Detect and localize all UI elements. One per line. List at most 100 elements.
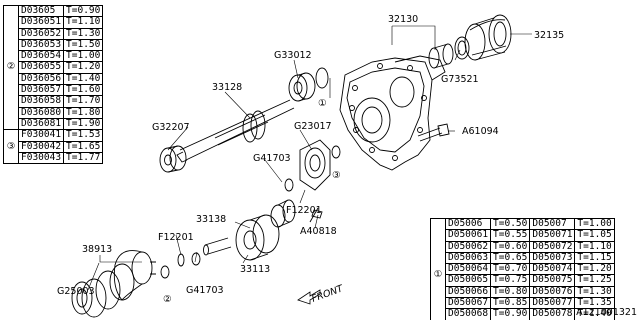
thickness: T=1.00 — [63, 50, 104, 63]
thickness: T=1.35 — [574, 297, 615, 310]
thickness: T=0.50 — [490, 217, 531, 231]
gear-33113 — [235, 214, 280, 261]
thickness: T=0.85 — [490, 297, 531, 310]
part-number: D03605 — [17, 4, 65, 18]
thickness: T=1.53 — [63, 129, 104, 142]
label-32135: 32135 — [534, 30, 564, 41]
thickness: T=0.75 — [490, 274, 531, 287]
part-number: D050062 — [444, 240, 492, 253]
label-33138: 33138 — [196, 214, 226, 225]
snap-ring-1 — [315, 67, 329, 89]
label-g41703-bottom: G41703 — [186, 285, 224, 296]
label-33128: 33128 — [212, 82, 242, 93]
part-number: D050073 — [529, 251, 576, 265]
bolt-a61094 — [417, 123, 450, 142]
ring-g41703-a — [284, 178, 294, 192]
thickness: T=0.65 — [490, 251, 531, 265]
label-g73521: G73521 — [441, 74, 479, 85]
thickness: T=1.20 — [574, 263, 615, 276]
part-number: D050064 — [444, 263, 492, 276]
label-front: FRONT — [310, 283, 345, 305]
thickness: T=1.70 — [63, 95, 104, 108]
ring-2 — [160, 265, 170, 279]
seal-g25003 — [71, 281, 93, 315]
thickness: T=1.30 — [63, 27, 104, 40]
label-g25003: G25003 — [57, 286, 95, 297]
thickness: T=1.15 — [574, 251, 615, 265]
part-number: F030041 — [17, 129, 65, 142]
thickness: T=1.77 — [63, 151, 104, 165]
thickness: T=0.60 — [490, 240, 531, 253]
part-number: D05007 — [529, 217, 576, 231]
reference-code: A121001321 — [576, 307, 637, 318]
part-number: D036052 — [17, 27, 65, 40]
thickness: T=0.80 — [490, 285, 531, 299]
thickness: T=1.20 — [63, 61, 104, 74]
part-number: D036055 — [17, 61, 65, 74]
marker-1: ① — [318, 98, 327, 109]
thickness: T=1.25 — [574, 274, 615, 287]
label-32130: 32130 — [388, 14, 418, 25]
extension-housing — [464, 14, 512, 61]
part-number: D050066 — [444, 285, 492, 299]
bearing-g33012 — [288, 72, 316, 102]
part-number: D036053 — [17, 38, 65, 52]
part-number: D050074 — [529, 263, 576, 276]
front-arrow — [297, 289, 321, 305]
thickness: T=1.10 — [574, 240, 615, 253]
thickness: T=1.10 — [63, 16, 104, 29]
part-number: D050072 — [529, 240, 576, 253]
label-33113: 33113 — [240, 264, 270, 275]
bearing-g41703-b — [191, 252, 201, 266]
label-g41703-top: G41703 — [253, 153, 291, 164]
part-number: D050061 — [444, 229, 492, 242]
part-number: D050075 — [529, 274, 576, 287]
transfer-case-housing — [339, 55, 446, 171]
label-a40818: A40818 — [300, 226, 337, 237]
oil-seal-g73521 — [454, 36, 470, 60]
part-number: D036081 — [17, 117, 65, 131]
thickness: T=1.05 — [574, 229, 615, 242]
thickness: T=1.40 — [63, 72, 104, 86]
part-labels: 32130 32135 G33012 G73521 33128 G32207 G… — [57, 14, 564, 305]
thickness: T=1.90 — [63, 117, 104, 131]
thickness: T=1.65 — [63, 140, 104, 153]
label-g23017: G23017 — [294, 121, 332, 132]
part-number: D050065 — [444, 274, 492, 287]
thickness: T=1.50 — [63, 38, 104, 52]
ring-f12201-left — [177, 253, 185, 267]
bearing-g32207 — [159, 145, 187, 173]
gear-33138 — [270, 199, 296, 228]
label-f12201-left: F12201 — [158, 232, 194, 243]
sleeve — [428, 43, 454, 69]
bolt-a40818 — [309, 207, 323, 223]
ring-3 — [331, 145, 341, 159]
boot-38913 — [81, 250, 156, 318]
label-f12201-right: F12201 — [286, 205, 322, 216]
drive-shaft-33128 — [176, 99, 295, 163]
thickness: T=0.90 — [63, 4, 104, 18]
label-g33012: G33012 — [274, 50, 312, 61]
label-g32207: G32207 — [152, 122, 190, 133]
